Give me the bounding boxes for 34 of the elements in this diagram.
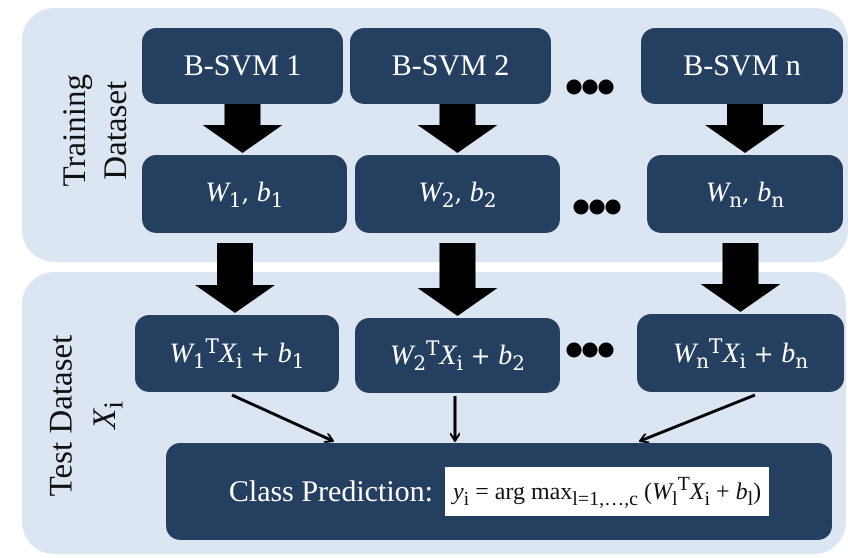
- box-label: Class Prediction:: [228, 474, 433, 508]
- block-arrow: [202, 104, 282, 153]
- block-arrow: [700, 243, 780, 312]
- arrow: [449, 396, 461, 442]
- process-box: [142, 28, 343, 104]
- formula: W$_{2}$$^{T}$X$_{i}$ + b$_{2}$: [390, 336, 526, 375]
- arrow: [639, 394, 756, 444]
- group-panel: [22, 272, 846, 554]
- process-box: [135, 315, 339, 392]
- process-box: [350, 28, 551, 104]
- block-arrow: [195, 243, 275, 313]
- formula: W$_{1}$$^{T}$X$_{i}$ + b$_{1}$: [169, 334, 305, 373]
- block-arrow: [705, 104, 785, 153]
- model-label: B-SVM 1: [184, 49, 302, 83]
- process-box: [355, 155, 560, 233]
- block-arrow: [418, 104, 498, 153]
- formula: W$_{n}$$^{T}$X$_{i}$ + b$_{n}$: [672, 334, 808, 372]
- formula: W$_{2}$, b$_{2}$: [418, 176, 497, 212]
- model-label: B-SVM 2: [392, 49, 510, 83]
- section-label: Training Dataset: [56, 72, 135, 188]
- group-panel: [22, 8, 848, 262]
- block-arrow: [418, 243, 498, 316]
- output-box: [166, 443, 832, 540]
- process-box: [142, 155, 347, 233]
- section-label: Test Dataset: [45, 334, 78, 496]
- model-label: B-SVM n: [683, 49, 801, 83]
- process-box: [355, 318, 560, 393]
- process-box: [637, 314, 844, 392]
- process-box: [641, 28, 843, 104]
- process-box: [647, 155, 843, 233]
- formula: y$_{i}$ = arg max$_{l=1,…,c}$ (W$_{l}$$^{T}$X$_{i}$ + b$_{l}$): [445, 466, 770, 516]
- formula: W$_{1}$, b$_{1}$: [205, 176, 284, 212]
- formula: W$_{n}$, b$_{n}$: [706, 176, 784, 212]
- arrow: [231, 394, 334, 444]
